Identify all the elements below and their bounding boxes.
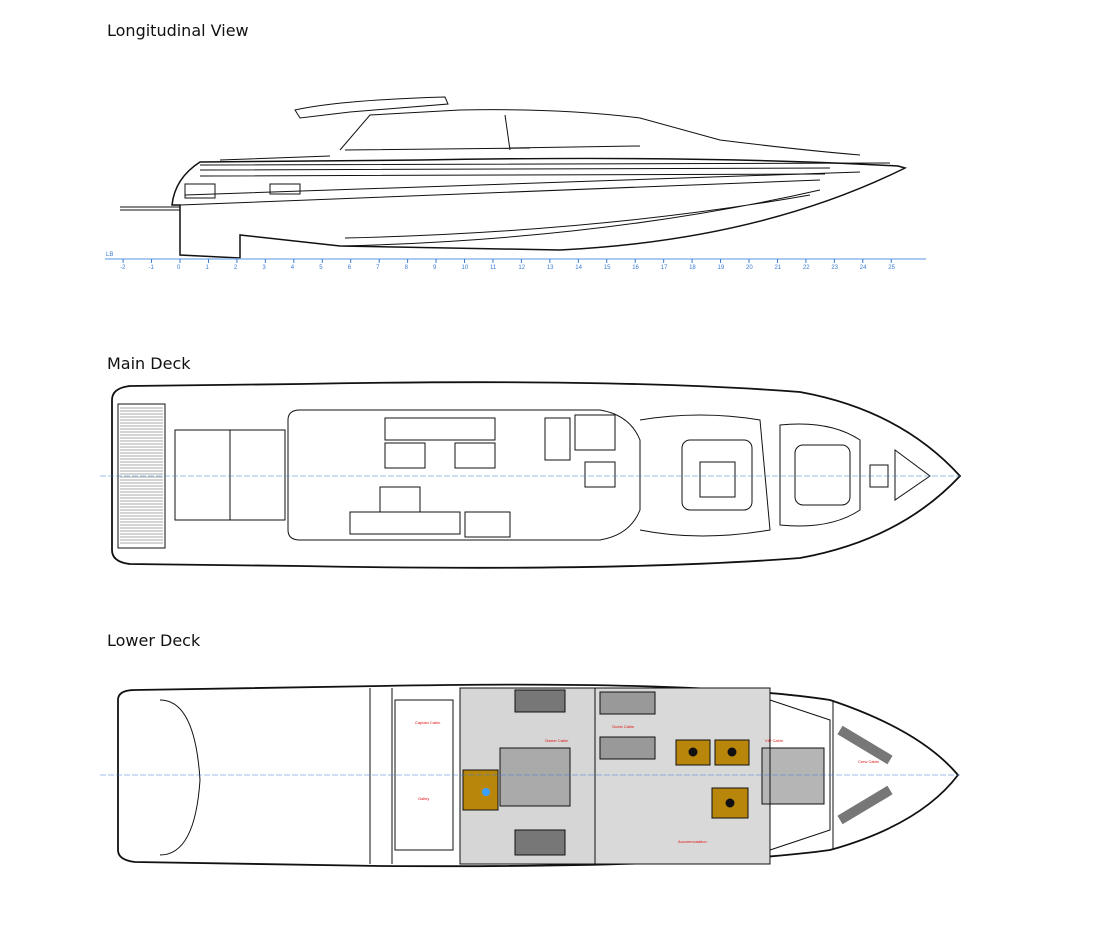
ruler-label: LB xyxy=(106,252,113,258)
lower-deck-plan: Captain Cabin Galley Owner Cabin Guest C… xyxy=(100,683,960,868)
ruler-tick-label: 2 xyxy=(234,265,238,271)
label-guest-cabin: Guest Cabin xyxy=(612,724,634,729)
ruler-tick-label: 18 xyxy=(689,265,696,271)
ruler-tick-label: 19 xyxy=(718,265,725,271)
lower-deck-title: Lower Deck xyxy=(107,631,201,650)
ruler-tick-label: 17 xyxy=(661,265,668,271)
longitudinal-view-title: Longitudinal View xyxy=(107,21,249,40)
ruler-tick-label: -2 xyxy=(120,265,126,271)
ruler-tick-label: 6 xyxy=(348,265,352,271)
ruler-tick-label: 3 xyxy=(262,265,266,271)
ruler-tick-label: 22 xyxy=(803,265,810,271)
label-galley: Galley xyxy=(418,796,429,801)
label-captain-cabin: Captain Cabin xyxy=(415,720,440,725)
ruler-tick-label: 23 xyxy=(831,265,838,271)
label-vip-cabin: VIP Cabin xyxy=(765,738,783,743)
label-owner-cabin: Owner Cabin xyxy=(545,738,568,743)
ruler-tick-label: 24 xyxy=(860,265,867,271)
ruler-tick-label: 12 xyxy=(518,265,525,271)
ruler-tick-label: 15 xyxy=(604,265,611,271)
ruler-tick-label: 11 xyxy=(490,265,497,271)
ruler-tick-label: 14 xyxy=(575,265,582,271)
ruler-tick-label: 4 xyxy=(291,265,295,271)
ruler-tick-label: 25 xyxy=(888,265,895,271)
ruler-tick-label: 1 xyxy=(205,265,209,271)
ruler-tick-label: 7 xyxy=(376,265,380,271)
ruler-tick-label: 0 xyxy=(177,265,181,271)
ruler-tick-label: 9 xyxy=(433,265,437,271)
label-accommodation: Accommodation xyxy=(678,839,707,844)
ruler-tick-label: 21 xyxy=(774,265,781,271)
longitudinal-profile xyxy=(120,96,908,259)
ruler-tick-label: 16 xyxy=(632,265,639,271)
ruler-tick-label: 13 xyxy=(547,265,554,271)
ruler-tick-label: 8 xyxy=(405,265,409,271)
ruler-tick-label: -1 xyxy=(149,265,155,271)
ruler-tick-label: 20 xyxy=(746,265,753,271)
main-deck-title: Main Deck xyxy=(107,354,191,373)
ruler-tick-label: 10 xyxy=(462,265,469,271)
ruler-tick-label: 5 xyxy=(319,265,323,271)
label-crew-cabin: Crew Cabin xyxy=(858,759,879,764)
main-deck-plan xyxy=(100,381,962,569)
